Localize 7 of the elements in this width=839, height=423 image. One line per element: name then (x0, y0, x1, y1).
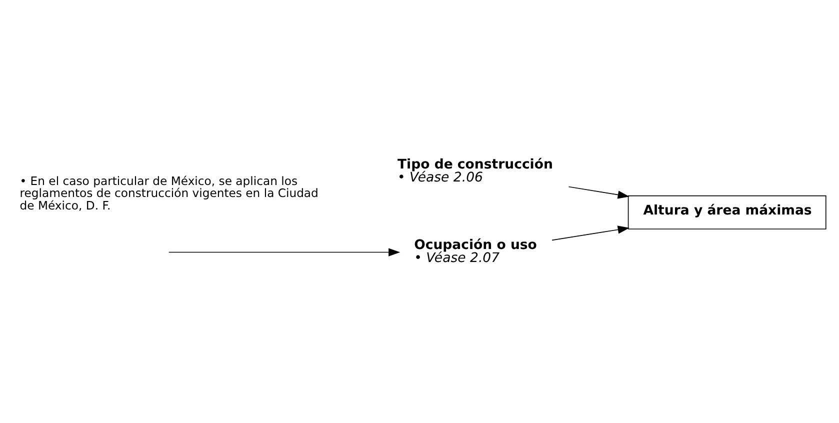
label: • En el caso particular de México, se aplican los reglamentos de construcción vigentes en la Ciudad de México, D. F. (20, 173, 318, 212)
arrow (568, 186, 630, 198)
node-box: Altura y área máximas (628, 194, 826, 229)
node-text: Tipo de construcción • Véase 2.06 (398, 156, 553, 186)
arrow (168, 248, 400, 256)
arrow (552, 225, 630, 240)
node-text: Ocupación o uso • Véase 2.07 (414, 237, 537, 266)
